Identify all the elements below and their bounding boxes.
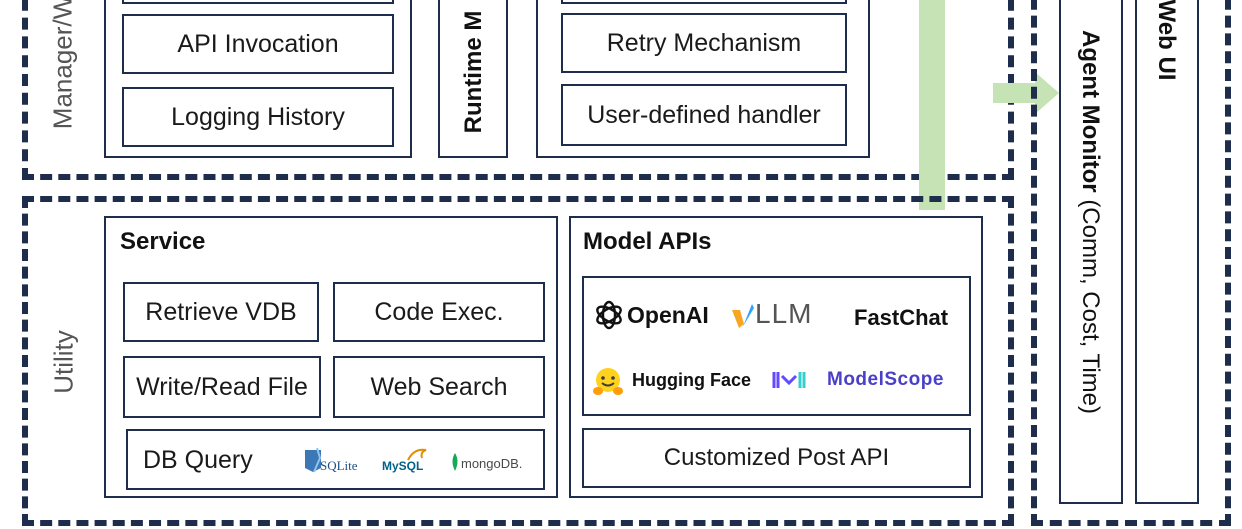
monitor-section [1031,0,1231,526]
horizontal-connector-arrow [993,83,1037,103]
db-query-label: DB Query [143,446,253,474]
user-defined-handler-label: User-defined handler [587,100,821,129]
sqlite-logo-text: SQLite [320,458,358,473]
api-invocation-box: API Invocation [122,14,394,74]
retry-mechanism-box: Retry Mechanism [561,13,847,73]
api-invocation-label: API Invocation [177,29,339,58]
code-exec-box: Code Exec. [333,282,545,342]
service-title: Service [120,228,206,255]
customized-post-api-label: Customized Post API [663,444,890,471]
web-ui-label: Web UI [1153,0,1180,81]
vllm-v-icon [732,304,754,328]
mysql-dolphin-icon [407,448,427,461]
write-read-file-box: Write/Read File [123,356,321,418]
cropped-box-top-left [122,0,394,4]
sqlite-logo-icon [305,448,322,473]
user-defined-handler-box: User-defined handler [561,84,847,146]
hugging-face-emoji-icon [593,368,623,395]
web-ui-column [1135,0,1199,504]
retry-mechanism-label: Retry Mechanism [606,28,802,57]
retrieve-vdb-box: Retrieve VDB [123,282,319,342]
retrieve-vdb-label: Retrieve VDB [145,297,297,326]
mysql-logo-text: MySQL [382,459,424,473]
vertical-connector-arrow [919,0,945,210]
code-exec-label: Code Exec. [374,297,504,326]
agent-monitor-column [1059,0,1123,504]
vllm-label: LLM [755,298,813,329]
runtime-column [438,0,508,158]
web-search-box: Web Search [333,356,545,418]
utility-label: Utility [48,330,79,394]
utility-section [22,196,1014,526]
write-read-file-label: Write/Read File [136,372,308,401]
providers-box [582,276,971,416]
model-apis-title: Model APIs [583,228,712,255]
modelscope-label: ModelScope [827,369,944,390]
modelscope-logo-icon [772,372,806,388]
logging-history-box: Logging History [122,87,394,147]
agent-monitor-title: Agent Monitor [1077,30,1104,193]
web-search-label: Web Search [370,372,508,401]
fastchat-label: FastChat [854,305,949,330]
cropped-box-top-right [561,0,847,4]
hugging-face-label: Hugging Face [632,370,752,390]
runtime-label: Runtime M [460,10,487,134]
logging-history-label: Logging History [171,102,345,131]
mongodb-logo-text: mongoDB. [461,456,523,471]
openai-label: OpenAI [627,302,709,328]
mongodb-leaf-icon [452,453,458,471]
db-query-box [126,429,545,490]
manager-section-label: Manager/W [47,0,78,130]
agent-monitor-label: Agent Monitor (Comm, Cost, Time) [1076,30,1104,414]
arrow-head-icon [1035,72,1059,114]
agent-monitor-detail: (Comm, Cost, Time) [1077,192,1104,414]
customized-post-api-box: Customized Post API [582,428,971,488]
openai-logo-icon [596,300,622,330]
